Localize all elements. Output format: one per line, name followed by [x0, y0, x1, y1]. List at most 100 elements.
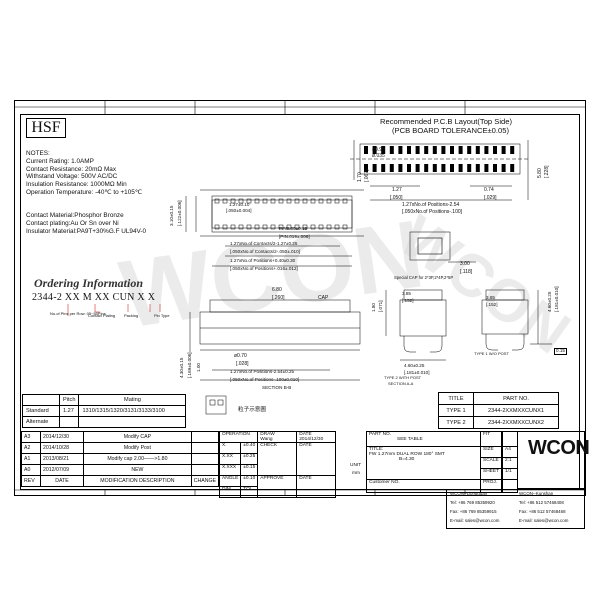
tb-angle-val: ±0.10: [240, 475, 259, 487]
tb-tol-xx-val: ±0.25: [240, 453, 259, 465]
pcb-pad: [381, 164, 386, 172]
dim-pitch: 1.27±0.10: [229, 202, 250, 207]
addr-left: Fax: +86 769 85359915: [450, 509, 497, 514]
tb-date: 2014/12/30: [299, 437, 324, 442]
part-table: TITLE PART NO. TYPE 1 2344-2XXMXXCUNX1 T…: [438, 392, 559, 429]
connector-pin: [230, 224, 236, 230]
connector-pin: [334, 224, 340, 230]
ordering-title: Ordering Information: [34, 276, 144, 290]
tb-tol-xxx: X.XXX: [218, 464, 242, 476]
order-note-pins: No.of Pins per Row: 05~50Pins: [50, 311, 106, 316]
tb-tol-xxx-val: ±0.15: [240, 464, 259, 476]
pcb-pad: [398, 164, 403, 172]
connector-pin: [342, 224, 348, 230]
tb-sheet-val: 1/1: [502, 468, 518, 480]
rev-cell: NEW: [83, 464, 192, 476]
pcb-hole-dia-inch: ø.035: [372, 153, 385, 159]
rev-cell: 2012/07/09: [40, 464, 84, 476]
tb-dim: DIM: [218, 486, 242, 498]
pcb-row-inch: [.067]: [364, 169, 370, 182]
note-line: Insulation Resistance: 1000MΩ Min: [26, 181, 127, 189]
pcb-pad: [493, 146, 497, 154]
dim-1mm: 1.00: [196, 363, 201, 372]
type2-height-inch: [.071]: [378, 300, 383, 313]
tb-tol: TOL: [240, 486, 259, 498]
dim-contacts: 1.27xNo.of Contacts/2-1.27±0.25: [230, 241, 298, 246]
section-bb-label: SECTION B-B: [262, 385, 292, 390]
pcb-layout-title: Recommended P.C.B Layout(Top Side): [380, 117, 512, 126]
note-line: Current Rating: 1.0AMP: [26, 157, 94, 165]
connector-pin: [342, 198, 348, 204]
pcb-pad: [407, 146, 411, 154]
connector-pin: [294, 224, 300, 230]
tb-part-no-val: SEE TABLE: [397, 437, 423, 442]
rev-header: CHANGE: [190, 475, 220, 487]
tb-title-label: TITLE:: [369, 447, 384, 452]
pcb-pitch-inch: [.050]: [390, 195, 403, 201]
coplanarity: 0.15: [554, 348, 567, 355]
pcb-pad: [415, 146, 420, 154]
rev-cell: 2014/12/30: [40, 431, 84, 443]
connector-pin: [278, 198, 284, 204]
pcb-pad: [501, 146, 506, 154]
dim-pin: PIN0.50±0.15: [279, 226, 308, 231]
dim-height-inch: [.122±0.006]: [177, 200, 182, 226]
tb-approve: APPROVE: [257, 475, 298, 498]
type2-width-inch: [.152]: [402, 298, 414, 303]
cap-label: CAP: [318, 295, 329, 301]
connector-pin: [286, 198, 292, 204]
part-table-cell: 2344-2XXMXXCUNX2: [473, 416, 559, 429]
addr-left: WCON--Dongguan: [450, 491, 488, 496]
pcb-pad-inch: [.029]: [484, 195, 497, 201]
tb-date-label: DATE: [299, 432, 312, 437]
pcb-pad: [407, 164, 411, 172]
connector-pin: [310, 224, 316, 230]
rev-cell: A1: [21, 453, 41, 465]
pcb-pad: [432, 146, 437, 154]
dim-pin-inch: [PIN.019±.006]: [279, 234, 310, 239]
addr-right: WCON--Kunshan: [519, 491, 554, 496]
pcb-pad: [364, 164, 368, 172]
dim-cap-width-inch: [.260]: [272, 295, 285, 301]
type2-overall: 4.60±0.25: [404, 363, 425, 368]
dim-hole: ø0.70: [234, 353, 247, 359]
pcb-pad: [475, 146, 480, 154]
connector-pin: [254, 198, 260, 204]
connector-pin: [246, 198, 252, 204]
section-aa-label: SECTION A-A: [388, 381, 414, 386]
connector-pin: [238, 224, 244, 230]
pcb-pad: 0.74: [484, 187, 494, 193]
note-line: Contact Resistance: 20mΩ Max: [26, 165, 117, 173]
cap-dim: 3.00: [460, 261, 470, 267]
pcb-pad: [450, 164, 454, 172]
ordering-code: 2344-2 XX M XX CUN X X: [32, 292, 156, 303]
pcb-pad: [398, 146, 403, 154]
tb-part-no: PART NO.: [369, 432, 392, 437]
connector-pin: [214, 224, 220, 230]
connector-pin: [326, 224, 332, 230]
company-block: WCON: [517, 431, 590, 489]
tb-unit-label: UNIT: [350, 463, 362, 468]
connector-pin: [214, 198, 220, 204]
order-note-pintype: Pin Type: [154, 313, 170, 318]
rev-cell: 2013/08/21: [40, 453, 84, 465]
tb-tol-x: X.: [218, 442, 242, 454]
connector-pin: [326, 198, 332, 204]
type1-label: TYPE 1 W/O POST: [474, 351, 509, 356]
tb-title-2: B=4.30: [399, 457, 415, 462]
pcb-pad: [450, 146, 454, 154]
pcb-positions-inch: [.050xNo.of Positions-.100]: [402, 209, 463, 215]
connector-pin: [334, 198, 340, 204]
tb-draw-name: Wang: [260, 437, 273, 442]
connector-pin: [286, 224, 292, 230]
rev-header: MODIFICATION DESCRIPTION: [83, 475, 192, 487]
rev-header: DATE: [40, 475, 84, 487]
rev-cell: 2014/10/28: [40, 442, 84, 454]
tb-title: FW 1.27mm DUAL ROW 180° SMT: [369, 452, 445, 457]
tb-tol-x-val: ±0.40: [240, 442, 259, 454]
pcb-pad: [501, 164, 506, 172]
title-block-mid: PART NO.SEE TABLE FIT TITLE:FW 1.27mm DU…: [366, 431, 502, 493]
addr-left: E-mail: sales@wcon.com: [450, 518, 500, 523]
pitch-table: Pitch Mating Standard 1.27 1310/1315/132…: [22, 394, 187, 428]
notes-title: NOTES:: [26, 150, 50, 157]
